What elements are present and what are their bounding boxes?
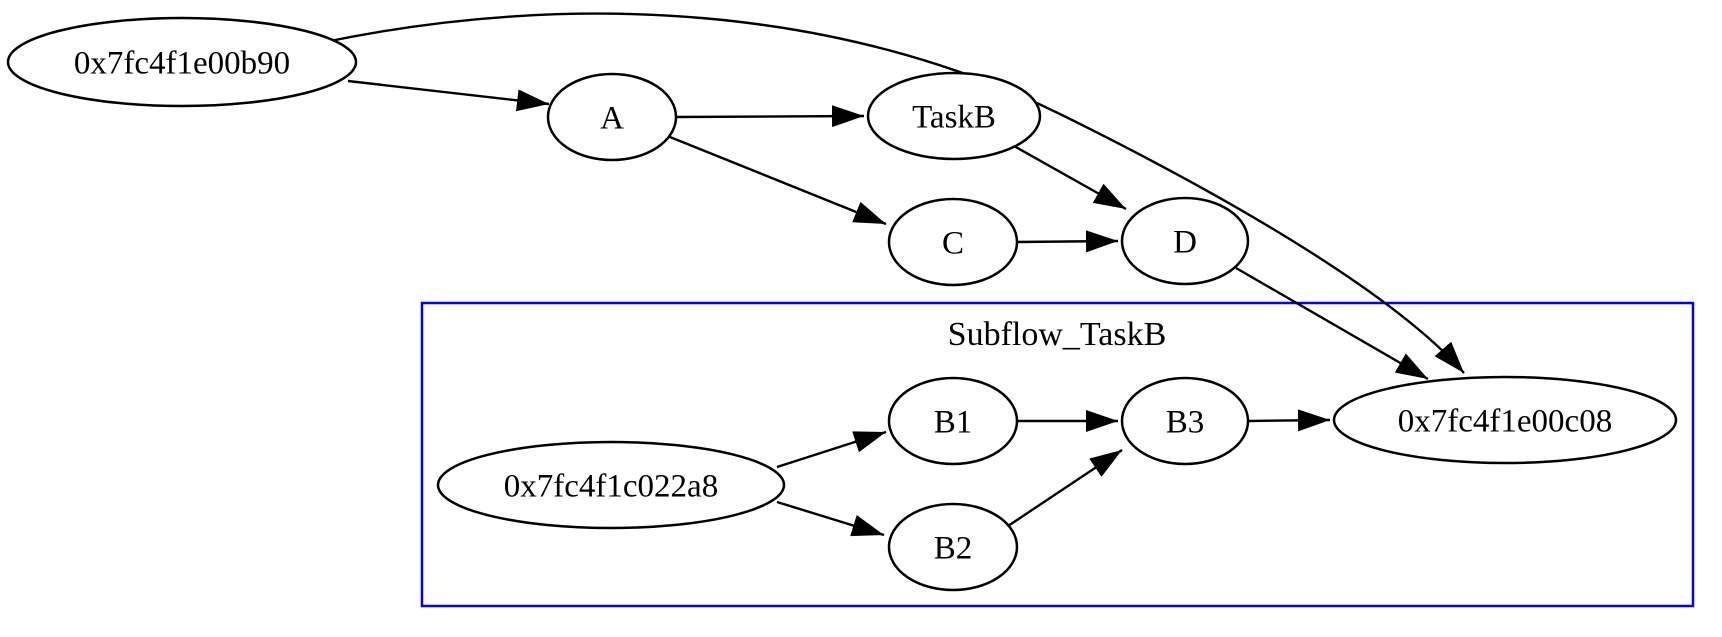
edge-b90-to-c08: [329, 12, 1465, 374]
node-label-C: C: [942, 226, 964, 262]
node-shape-b90: [6, 16, 358, 108]
edge-TaskB-to-D: [1013, 144, 1127, 211]
node-B2: B2: [887, 502, 1019, 592]
edge-B2-to-B3: [1007, 449, 1123, 527]
node-shape-a8: [436, 440, 786, 530]
node-C: C: [887, 197, 1019, 287]
edge-a8-to-B2: [776, 500, 885, 537]
edge-a8-to-B1: [776, 430, 887, 469]
node-label-c08: 0x7fc4f1e00c08: [1398, 404, 1612, 440]
edge-A-to-C: [664, 133, 887, 226]
node-label-D: D: [1173, 225, 1197, 261]
node-shape-C: [887, 197, 1019, 287]
node-label-TaskB: TaskB: [912, 100, 996, 136]
node-label-B3: B3: [1166, 405, 1205, 441]
node-label-B1: B1: [934, 405, 973, 441]
node-label-A: A: [600, 101, 624, 137]
edge-B3-to-c08: [1247, 409, 1331, 432]
node-shape-B3: [1120, 376, 1250, 466]
edge-b90-to-A: [347, 79, 550, 112]
node-shape-B2: [887, 502, 1019, 592]
node-label-B2: B2: [934, 531, 973, 567]
node-B1: B1: [887, 376, 1019, 466]
node-shape-D: [1120, 196, 1250, 286]
node-shape-B1: [887, 376, 1019, 466]
edge-C-to-D: [1016, 230, 1119, 253]
node-label-b90: 0x7fc4f1e00b90: [74, 46, 290, 82]
node-a8: 0x7fc4f1c022a8: [436, 440, 786, 530]
edge-A-to-TaskB: [675, 105, 865, 128]
cluster-border: [420, 301, 1695, 608]
cluster-subflow-taskb: Subflow_TaskB: [420, 301, 1695, 608]
node-TaskB: TaskB: [866, 71, 1042, 161]
node-shape-A: [546, 72, 678, 162]
node-B3: B3: [1120, 376, 1250, 466]
node-shape-TaskB: [866, 71, 1042, 161]
node-shape-c08: [1332, 375, 1678, 465]
edge-D-to-c08: [1235, 266, 1429, 381]
node-b90: 0x7fc4f1e00b90: [6, 16, 358, 108]
node-label-a8: 0x7fc4f1c022a8: [504, 469, 718, 505]
node-c08: 0x7fc4f1e00c08: [1332, 375, 1678, 465]
node-A: A: [546, 72, 678, 162]
cluster-label: Subflow_TaskB: [948, 316, 1167, 353]
node-D: D: [1120, 196, 1250, 286]
